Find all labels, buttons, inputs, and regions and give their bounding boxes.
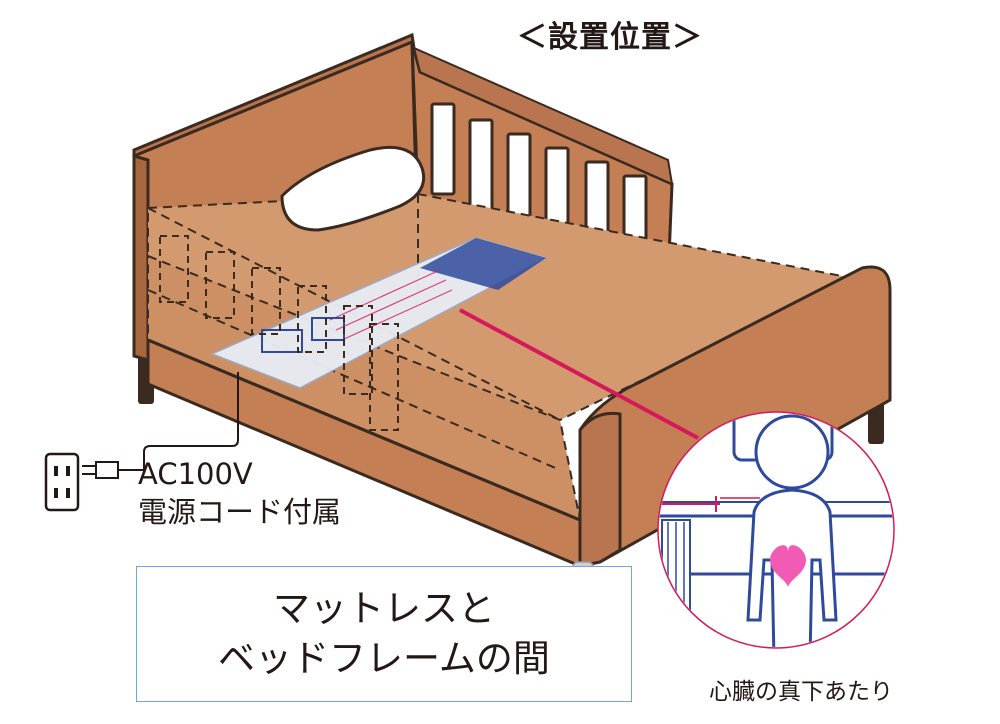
- placement-note-line2: ベッドフレームの間: [218, 637, 550, 680]
- sensor-pad: [210, 237, 548, 389]
- footboard: [578, 265, 892, 568]
- power-voltage-text: AC100V: [138, 457, 253, 491]
- wall-outlet-icon: [44, 452, 80, 512]
- frame-dashed-panels: [159, 235, 399, 431]
- power-cord-included-text: 電源コード付属: [138, 495, 342, 529]
- power-cord: [118, 372, 239, 471]
- heart-position-caption: 心臓の真下あたり: [709, 679, 893, 705]
- power-cord-label: AC100V 電源コード付属: [138, 455, 341, 531]
- pointer-line: [459, 308, 699, 440]
- plug-icon: [82, 461, 119, 479]
- placement-note-box: マットレスと ベッドフレームの間: [136, 566, 632, 702]
- pillow: [280, 145, 426, 232]
- heart-icon: [770, 545, 806, 588]
- heart-zoom-circle: [657, 411, 895, 649]
- diagram-title: ＜設置位置＞: [517, 20, 703, 55]
- placement-note-line1: マットレスと: [273, 587, 495, 630]
